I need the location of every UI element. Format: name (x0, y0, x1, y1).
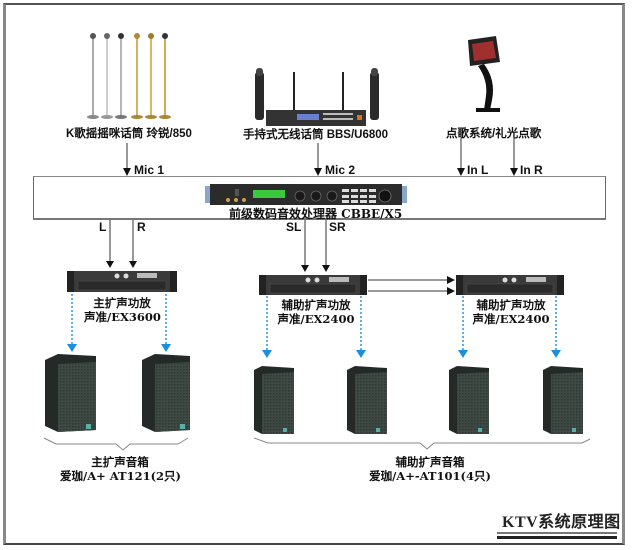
arrow-amp-link-2 (447, 287, 455, 295)
aux-amp-2-icon (456, 275, 564, 295)
title-underline-thin (497, 532, 617, 534)
aux-speaker-2 (347, 366, 387, 434)
aux-amp-1-model: 声准/EX2400 (277, 312, 355, 326)
label-out-sl: SL (286, 220, 302, 234)
main-speaker-2 (142, 354, 190, 432)
mic-stand (131, 33, 143, 119)
aux-speaker-1 (254, 366, 294, 434)
main-amp-icon (67, 271, 177, 292)
arrow-mic2 (314, 168, 322, 176)
aux-amp-1-icon (259, 275, 367, 295)
diagram-frame (3, 3, 625, 545)
speaker-feed-arrow (458, 350, 468, 358)
aux-amp-2-name: 辅助扩声功放 (476, 298, 546, 312)
main-amp-label: 主扩声功放 声准/EX3600 (84, 296, 161, 324)
aux-speakers-label: 辅助扩声音箱 爱珈/A+-AT101(4只) (360, 455, 500, 483)
arrow-out-l (106, 261, 114, 268)
aux-speaker-3 (449, 366, 489, 434)
speaker-feed-arrow (161, 344, 171, 352)
aux-amp-1-label: 辅助扩声功放 声准/EX2400 (276, 298, 356, 326)
main-amp-name: 主扩声功放 (93, 296, 151, 310)
label-mic2: Mic 2 (325, 163, 356, 177)
label-out-sr: SR (329, 220, 346, 234)
label-out-r: R (137, 220, 146, 234)
diagram-title: KTV系统原理图 (502, 514, 621, 531)
speaker-feed-arrow (356, 350, 366, 358)
arrow-out-sr (322, 265, 330, 272)
label-out-l: L (99, 220, 107, 234)
processor-label: 前级数码音效处理器 CBBE/X5 (229, 207, 403, 221)
aux-speakers-brace (253, 437, 591, 450)
arrow-in-r (510, 168, 518, 176)
arrow-out-sl (301, 265, 309, 272)
aux-speakers-model: 爱珈/A+-AT101(4只) (369, 469, 491, 483)
mic-stand (145, 33, 157, 119)
source-label-wireless-mic: 手持式无线话筒 BBS/U6800 (243, 129, 389, 141)
main-amp-model: 声准/EX3600 (84, 310, 161, 324)
main-speaker-1 (45, 354, 96, 432)
mic-stand (159, 33, 171, 119)
main-speakers-model: 爱珈/A+ AT121(2只) (60, 469, 182, 483)
arrow-in-l (457, 168, 465, 176)
aux-amp-1-name: 辅助扩声功放 (281, 298, 351, 312)
speaker-feed-arrow (67, 344, 77, 352)
main-speakers-brace (43, 437, 189, 451)
label-in-r: In R (520, 163, 543, 177)
speaker-feed-arrow (551, 350, 561, 358)
mic-stand (101, 33, 113, 119)
speaker-feed-arrow (262, 350, 272, 358)
aux-speaker-4 (543, 366, 583, 434)
arrow-amp-link-1 (447, 276, 455, 284)
aux-amp-2-model: 声准/EX2400 (472, 312, 550, 326)
aux-amp-2-label: 辅助扩声功放 声准/EX2400 (471, 298, 551, 326)
arrow-mic1 (123, 168, 131, 176)
title-underline-thick (497, 536, 617, 539)
label-in-l: In L (467, 163, 489, 177)
mic-stand (115, 33, 127, 119)
mic-stand (87, 33, 99, 119)
source-label-song-system: 点歌系统/礼光点歌 (446, 128, 542, 140)
main-speakers-label: 主扩声音箱 爱珈/A+ AT121(2只) (60, 455, 182, 483)
arrow-out-r (129, 261, 137, 268)
main-speakers-name: 主扩声音箱 (91, 455, 149, 469)
label-mic1: Mic 1 (134, 163, 165, 177)
aux-speakers-name: 辅助扩声音箱 (395, 455, 465, 469)
source-label-wired-mics: K歌摇摇咪话筒 玲锐/850 (66, 128, 192, 140)
